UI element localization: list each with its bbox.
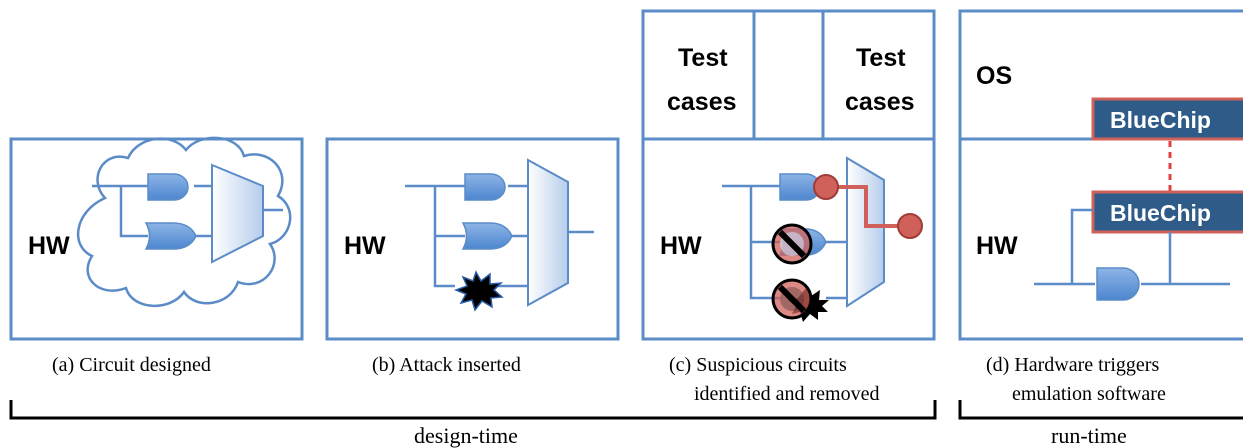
- panel-b-hw-label: HW: [344, 232, 386, 260]
- panel-a-caption: (a) Circuit designed: [52, 354, 211, 376]
- panel-a: HW (a) Circuit designed: [9, 136, 304, 376]
- mux-icon: [211, 163, 264, 264]
- panel-c-hw-label: HW: [660, 232, 702, 260]
- and-gate-icon: [1096, 267, 1140, 301]
- panel-d-caption-line1: (d) Hardware triggers: [986, 354, 1159, 376]
- blocked-icon: [771, 223, 813, 265]
- panel-c-frame: [641, 9, 936, 341]
- cloud-icon: [76, 136, 292, 307]
- test-cases-right-line1: Test: [856, 44, 906, 72]
- test-cases-left-line1: Test: [678, 44, 728, 72]
- and-gate-icon: [147, 173, 189, 201]
- panel-c-caption-line1: (c) Suspicious circuits: [669, 354, 847, 376]
- mux-icon: [846, 156, 885, 308]
- design-time-brace: [9, 400, 937, 420]
- panel-b-caption: (b) Attack inserted: [372, 354, 521, 376]
- bluechip-bottom-box: [1091, 190, 1243, 234]
- panel-d-os-label: OS: [976, 62, 1012, 90]
- panel-b-frame: [325, 137, 620, 341]
- or-gate-icon: [144, 222, 197, 250]
- panel-c: Test cases Test cases HW (c) Suspicious …: [641, 9, 936, 405]
- blocked-icon: [771, 278, 813, 320]
- run-time-label: run-time: [1051, 423, 1127, 448]
- bluechip-bottom-label: BlueChip: [1110, 200, 1211, 226]
- panel-a-hw-label: HW: [28, 232, 70, 260]
- bluechip-top-box: [1091, 97, 1243, 141]
- and-gate-icon: [464, 173, 506, 201]
- probe-dot-icon: [897, 213, 923, 239]
- test-cases-right-line2: cases: [845, 88, 915, 116]
- panel-d-hw-label: HW: [976, 232, 1018, 260]
- attack-burst-icon: [453, 270, 504, 312]
- test-cases-left-line2: cases: [667, 88, 737, 116]
- panel-b: HW (b) Attack inserted: [325, 137, 620, 376]
- design-time-label: design-time: [414, 423, 518, 448]
- or-gate-icon: [461, 222, 513, 250]
- mux-icon: [527, 158, 569, 307]
- run-time-brace: [958, 400, 1243, 420]
- panel-d-caption-line2: emulation software: [1012, 383, 1166, 405]
- panel-d: OS BlueChip BlueChip HW (d) Hardware tri…: [958, 9, 1243, 405]
- bluechip-top-label: BlueChip: [1110, 107, 1211, 133]
- probe-dot-icon: [813, 174, 839, 200]
- panel-d-frame: [958, 9, 1243, 341]
- panel-c-caption-line2: identified and removed: [694, 383, 880, 405]
